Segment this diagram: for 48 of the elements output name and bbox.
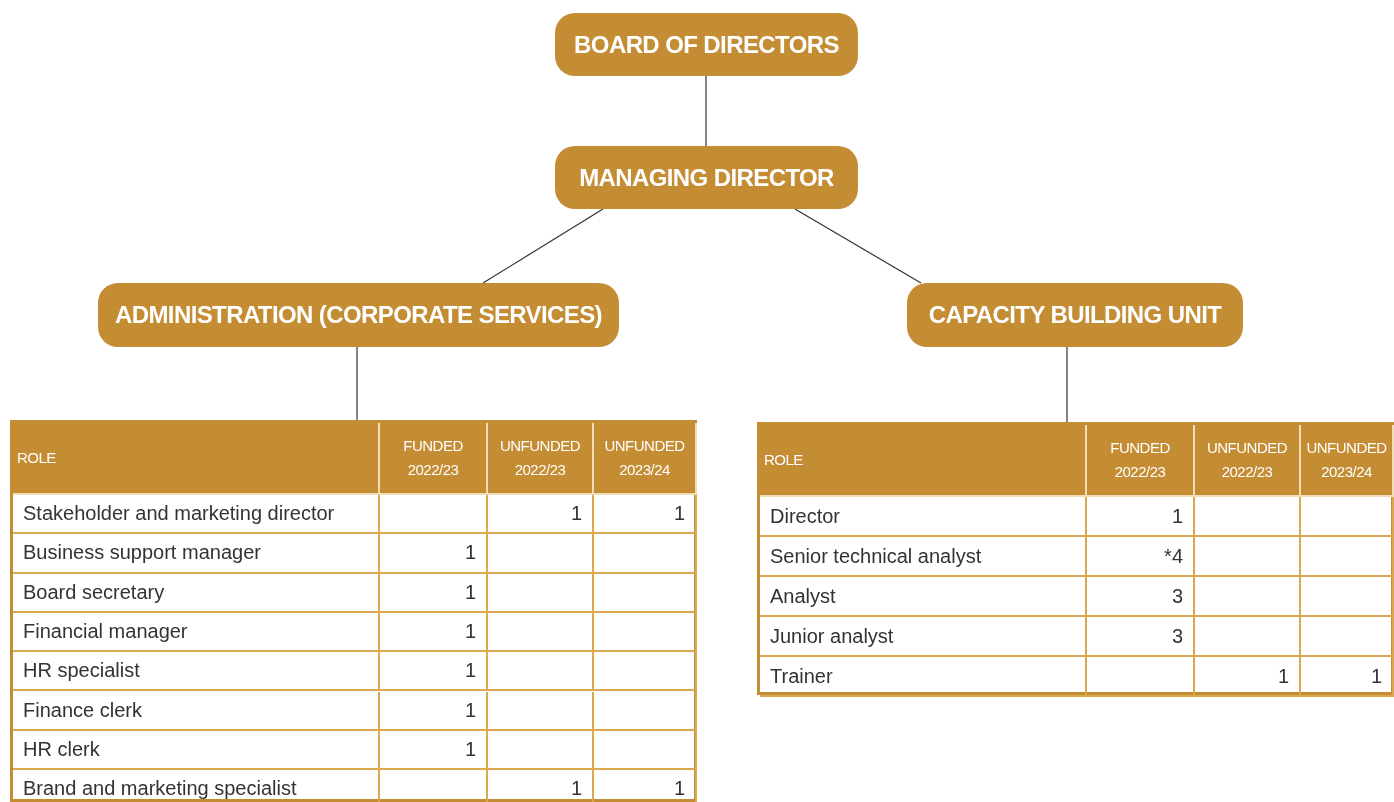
table-cell: 1 [380,691,488,731]
table-cell: Financial manager [13,612,380,653]
unit-box: ADMINISTRATION (CORPORATE SERVICES) [98,283,619,347]
table-cell: 1 [380,534,488,574]
column-header: UNFUNDED 2023/24 [594,423,697,495]
table-cell: Brand and marketing specialist [13,770,380,802]
table-cell: Trainer [760,657,1087,697]
table-cell: 1 [380,652,488,692]
title-box: BOARD OF DIRECTORS [555,13,858,76]
table-cell: 1 [380,612,488,653]
table-cell: HR clerk [13,730,380,771]
table-cell: Board secretary [13,573,380,613]
connector-line [794,208,922,284]
table-cell: Finance clerk [13,691,380,731]
table-cell: Director [760,497,1087,537]
column-header: FUNDED 2022/23 [380,423,488,495]
column-header: UNFUNDED 2022/23 [1195,425,1301,497]
table-cell: 1 [594,495,697,535]
table-cell: HR specialist [13,652,380,692]
staff-table [10,420,697,802]
connector-line [356,346,358,421]
table-cell: Stakeholder and marketing director [13,495,380,535]
title-box: MANAGING DIRECTOR [555,146,858,209]
table-cell: 1 [488,495,594,535]
table-cell: 1 [594,770,697,802]
table-cell: 1 [380,573,488,613]
connector-line [705,75,707,147]
column-header: FUNDED 2022/23 [1087,425,1195,497]
table-cell: 3 [1087,577,1195,617]
table-cell: 1 [488,770,594,802]
column-header: UNFUNDED 2022/23 [488,423,594,495]
column-header: ROLE [760,425,1087,497]
table-cell: Senior technical analyst [760,537,1087,577]
table-cell: *4 [1087,537,1195,577]
table-cell: 1 [1087,497,1195,537]
column-header: UNFUNDED 2023/24 [1301,425,1394,497]
table-cell: 3 [1087,617,1195,657]
connector-line [482,208,604,284]
table-cell: Analyst [760,577,1087,617]
table-cell: 1 [1195,657,1301,697]
unit-box: CAPACITY BUILDING UNIT [907,283,1243,347]
column-header: ROLE [13,423,380,495]
staff-table [757,422,1394,695]
table-cell: Business support manager [13,534,380,574]
table-cell: Junior analyst [760,617,1087,657]
table-cell: 1 [380,730,488,771]
connector-line [1066,346,1068,423]
table-cell: 1 [1301,657,1394,697]
